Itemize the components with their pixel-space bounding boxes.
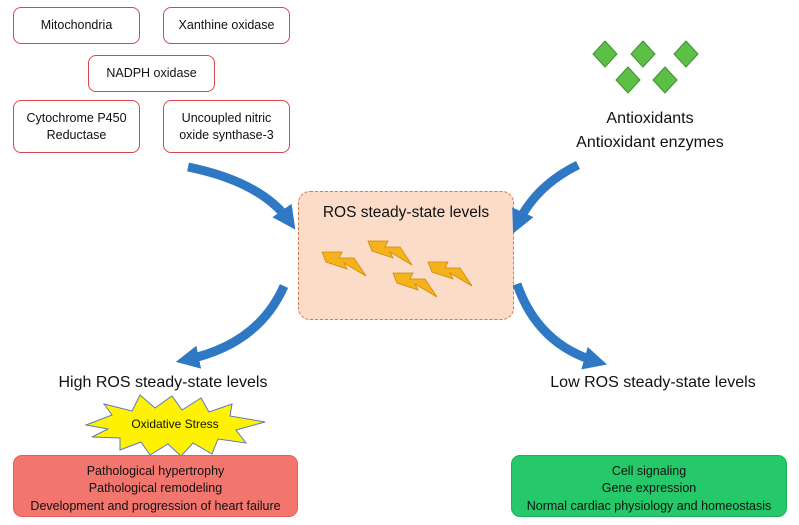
lightning-icon bbox=[321, 251, 367, 277]
antioxidants-label: Antioxidants bbox=[560, 110, 740, 128]
ros-lightning-bolts bbox=[321, 240, 473, 298]
low-ros-title: Low ROS steady-state levels bbox=[550, 374, 756, 391]
antioxidant-diamonds bbox=[592, 40, 699, 94]
low-effect-1: Cell signaling bbox=[611, 464, 687, 478]
source-cytochrome-line2: Reductase bbox=[46, 127, 107, 142]
arrow-center-to-high bbox=[175, 284, 289, 369]
lightning-icon bbox=[427, 261, 473, 287]
source-mitochondria-label: Mitochondria bbox=[40, 18, 113, 33]
source-uncoupled-nos3: Uncoupled nitric oxide synthase-3 bbox=[163, 100, 290, 153]
lightning-icon bbox=[367, 240, 413, 266]
diamond-icon bbox=[652, 66, 678, 94]
low-effect-2: Gene expression bbox=[601, 481, 697, 496]
source-nos3-line2: oxide synthase-3 bbox=[179, 127, 274, 142]
oxidative-stress-starburst bbox=[84, 394, 266, 457]
arrow-antioxidants-to-center bbox=[512, 160, 581, 234]
arrow-sources-to-center bbox=[187, 162, 296, 230]
antioxidant-enzymes-label: Antioxidant enzymes bbox=[550, 134, 750, 152]
high-effect-2: Pathological remodeling bbox=[88, 481, 223, 496]
diamond-icon bbox=[673, 40, 699, 68]
source-nos3-line1: Uncoupled nitric bbox=[181, 110, 272, 125]
source-mitochondria: Mitochondria bbox=[13, 7, 140, 44]
high-ros-effects-box: Pathological hypertrophy Pathological re… bbox=[13, 455, 298, 517]
antioxidants-line1: Antioxidants bbox=[606, 110, 694, 127]
high-ros-title: High ROS steady-state levels bbox=[58, 374, 268, 391]
source-nadph-oxidase-label: NADPH oxidase bbox=[106, 66, 197, 81]
source-xanthine-oxidase: Xanthine oxidase bbox=[163, 7, 290, 44]
diamond-icon bbox=[630, 40, 656, 68]
source-cytochrome-line1: Cytochrome P450 bbox=[26, 110, 127, 125]
diamond-icon bbox=[615, 66, 641, 94]
low-effect-3: Normal cardiac physiology and homeostasi… bbox=[526, 498, 772, 513]
high-effect-1: Pathological hypertrophy bbox=[86, 464, 225, 478]
antioxidants-line2: Antioxidant enzymes bbox=[576, 134, 724, 151]
lightning-icon bbox=[392, 272, 438, 298]
arrow-center-to-low bbox=[512, 282, 608, 370]
source-xanthine-oxidase-label: Xanthine oxidase bbox=[178, 18, 275, 33]
oxidative-stress-label: Oxidative Stress bbox=[131, 417, 219, 431]
source-cytochrome-p450: Cytochrome P450 Reductase bbox=[13, 100, 140, 153]
high-effect-3: Development and progression of heart fai… bbox=[30, 498, 281, 513]
low-ros-effects-box: Cell signaling Gene expression Normal ca… bbox=[511, 455, 787, 517]
source-nadph-oxidase: NADPH oxidase bbox=[88, 55, 215, 92]
diamond-icon bbox=[592, 40, 618, 68]
